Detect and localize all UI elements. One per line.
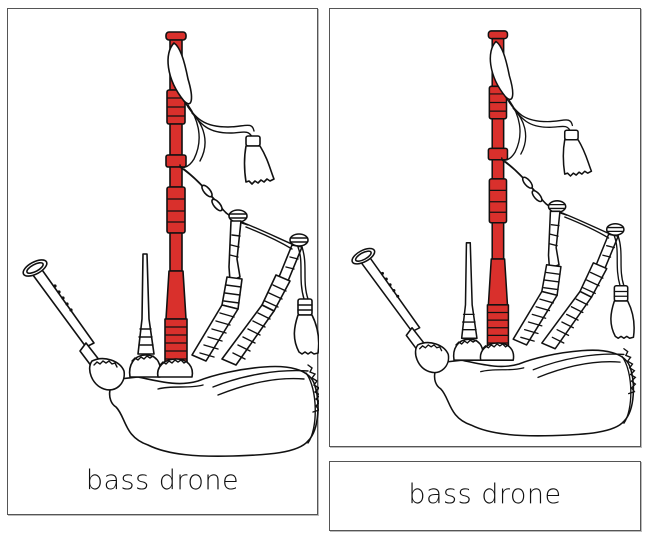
control-card[interactable]: bass drone	[7, 8, 319, 515]
label-card-text: bass drone	[408, 479, 562, 510]
bagpipe-illustration	[19, 31, 319, 458]
bagpipe-illustration	[348, 30, 637, 437]
bass-drone-highlight	[19, 31, 319, 458]
control-card-caption: bass drone	[85, 465, 240, 496]
picture-card[interactable]	[329, 8, 641, 447]
bass-drone-highlight	[348, 30, 637, 437]
label-card[interactable]: bass drone	[329, 461, 641, 531]
